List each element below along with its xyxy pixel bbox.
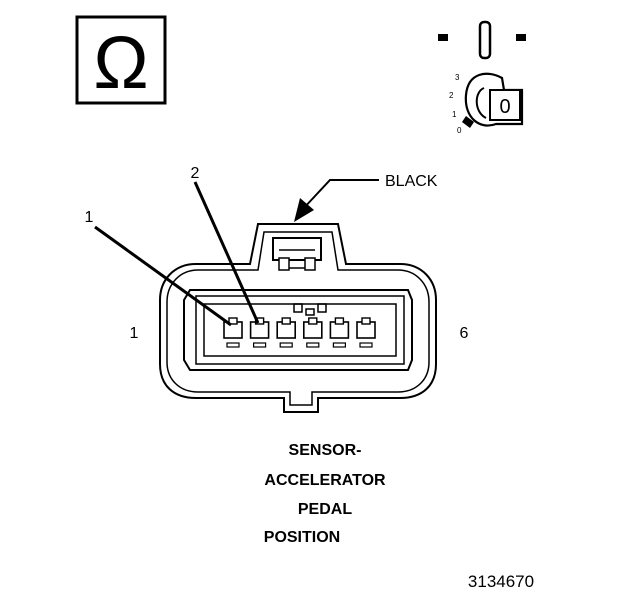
ignition-key-position: 0 [499,96,510,118]
caption-line-3: PEDAL [298,501,352,518]
ignition-scale-0: 0 [457,126,462,135]
pin-callouts: 1 2 1 6 [85,165,469,342]
connector-pin-2 [249,317,270,348]
figure-number: 3134670 [468,572,534,591]
color-callout: BLACK [294,173,438,222]
caption-line-2: ACCELERATOR [264,472,386,489]
caption-line-4: POSITION [264,529,340,546]
connector-pin-5 [329,317,350,348]
ohm-symbol: Ω [93,21,148,104]
ohmmeter-icon: Ω [75,15,167,105]
ignition-scale-2: 2 [449,91,454,100]
ignition-scale-1: 1 [452,110,457,119]
pin-end-label-right: 6 [460,325,469,342]
connector-pin-1 [223,317,243,348]
connector-pins [223,317,376,348]
connector-color-label: BLACK [385,173,438,190]
callout-1: 1 [85,209,94,226]
connector-pin-6 [356,317,376,348]
connector-pin-4 [302,317,323,348]
pin-end-label-left: 1 [130,325,139,342]
connector-pin-3 [276,317,297,348]
callout-2: 2 [191,165,200,182]
caption-line-1: SENSOR- [289,442,362,459]
ignition-scale-3: 3 [455,73,460,82]
caption: SENSOR- ACCELERATOR PEDAL POSITION [264,442,386,546]
connector-icon [159,223,437,413]
ignition-switch-icon: 0 3 2 1 0 [438,20,526,135]
